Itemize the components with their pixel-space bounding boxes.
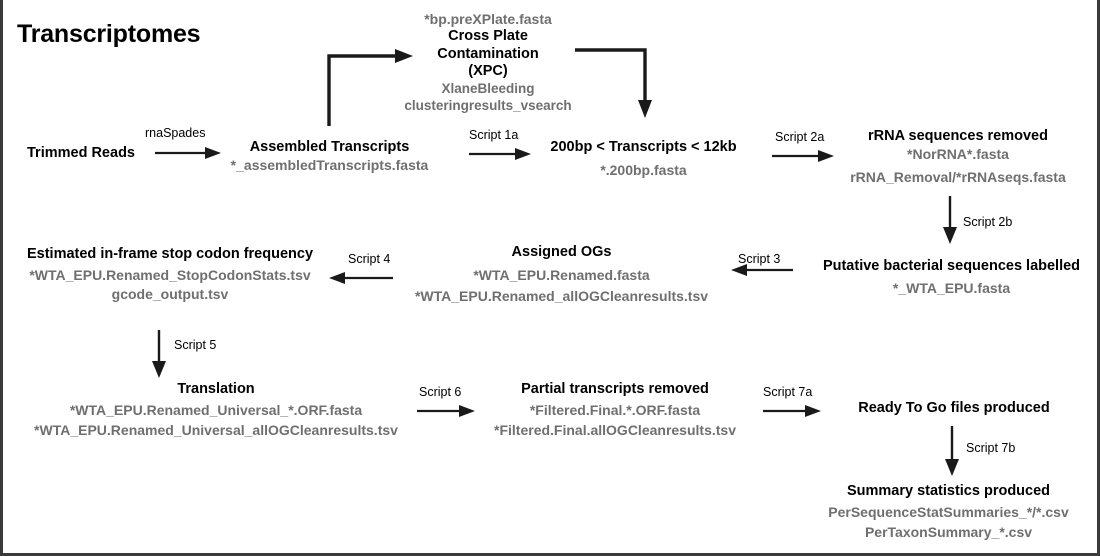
node-cross-plate-contamination: *bp.preXPlate.fasta Cross Plate Contamin…: [383, 11, 593, 114]
node-file: *Filtered.Final.allOGCleanresults.tsv: [494, 421, 736, 438]
edge-label-script-7a: Script 7a: [763, 385, 813, 399]
node-file: *_assembledTranscripts.fasta: [230, 156, 429, 173]
arrow-script-2a: [772, 148, 834, 164]
arrow-rnaspades: [155, 145, 221, 161]
arrow-script-3: [731, 262, 793, 278]
edge-label-script-2a: Script 2a: [775, 130, 825, 144]
page-title: Transcriptomes: [17, 20, 201, 48]
node-file: *WTA_EPU.Renamed_Universal_allOGCleanres…: [34, 421, 398, 438]
node-sublabel-2: clusteringresults_vsearch: [404, 97, 572, 113]
node-file: *WTA_EPU.Renamed_Universal_*.ORF.fasta: [69, 401, 363, 418]
edge-label-script-1a: Script 1a: [469, 128, 519, 142]
node-header: Putative bacterial sequences labelled: [822, 258, 1081, 274]
node-assigned-ogs: Assigned OGs *WTA_EPU.Renamed.fasta *WTA…: [399, 244, 724, 305]
node-header: 200bp < Transcripts < 12kb: [550, 139, 737, 155]
node-file: *_WTA_EPU.fasta: [892, 279, 1011, 296]
node-header: Translation: [177, 381, 255, 397]
node-ready-to-go: Ready To Go files produced: [834, 400, 1074, 418]
edge-label-script-3: Script 3: [738, 252, 781, 266]
arrow-script-7b: [943, 426, 961, 478]
arrow-script-1a: [469, 146, 531, 162]
node-file: PerTaxonSummary_*.csv: [864, 523, 1033, 540]
edge-label-rnaspades: rnaSpades: [145, 126, 206, 140]
node-bacterial-labelled: Putative bacterial sequences labelled *_…: [809, 258, 1094, 297]
arrow-script-6: [417, 403, 475, 419]
arrow-to-cross-plate-contamination: [325, 46, 415, 126]
arrow-script-2b: [941, 196, 959, 246]
node-file: *WTA_EPU.Renamed.fasta: [473, 266, 650, 283]
node-file: *.200bp.fasta: [600, 161, 687, 178]
arrow-script-5: [150, 330, 168, 380]
node-file: *bp.preXPlate.fasta: [424, 11, 552, 27]
node-header-line-2: Contamination: [437, 45, 539, 62]
node-header: Estimated in-frame stop codon frequency: [26, 246, 314, 262]
edge-label-script-5: Script 5: [174, 338, 217, 352]
node-header: Summary statistics produced: [846, 483, 1051, 499]
arrow-from-cross-plate-contamination: [575, 46, 663, 122]
node-trimmed-reads: Trimmed Reads: [11, 145, 151, 163]
edge-label-script-2b: Script 2b: [963, 215, 1013, 229]
node-header: rRNA sequences removed: [868, 128, 1048, 144]
node-header: Assigned OGs: [511, 244, 612, 260]
node-header-line-3: (XPC): [468, 63, 508, 80]
node-translation: Translation *WTA_EPU.Renamed_Universal_*…: [7, 381, 425, 439]
arrow-script-4: [329, 270, 393, 286]
node-header: Assembled Transcripts: [249, 139, 410, 155]
node-file: *NorRNA*.fasta: [907, 145, 1009, 162]
node-assembled-transcripts: Assembled Transcripts *_assembledTranscr…: [203, 139, 456, 174]
node-sublabel-1: XlaneBleeding: [441, 81, 535, 97]
node-file: *Filtered.Final.*.ORF.fasta: [529, 401, 701, 418]
node-size-filtered: 200bp < Transcripts < 12kb *.200bp.fasta: [530, 139, 757, 179]
edge-label-script-4: Script 4: [348, 252, 391, 266]
node-file: *WTA_EPU.Renamed_allOGCleanresults.tsv: [414, 287, 709, 304]
node-summary-stats: Summary statistics produced PerSequenceS…: [806, 483, 1091, 541]
node-file: PerSequenceStatSummaries_*/*.csv: [828, 503, 1069, 520]
node-file: *WTA_EPU.Renamed_StopCodonStats.tsv: [29, 266, 311, 283]
node-header-line-1: Cross Plate: [448, 28, 528, 45]
node-file: rRNA_Removal/*rRNAseqs.fasta: [850, 168, 1066, 185]
node-stop-codon-frequency: Estimated in-frame stop codon frequency …: [7, 246, 333, 303]
edge-label-script-7b: Script 7b: [966, 441, 1016, 455]
edge-label-script-6: Script 6: [419, 385, 462, 399]
arrow-script-7a: [763, 403, 821, 419]
node-partial-removed: Partial transcripts removed *Filtered.Fi…: [469, 381, 761, 439]
node-header: Trimmed Reads: [27, 145, 135, 161]
node-rrna-removed: rRNA sequences removed *NorRNA*.fasta rR…: [828, 128, 1088, 186]
node-file: gcode_output.tsv: [111, 285, 229, 302]
node-header: Partial transcripts removed: [521, 381, 709, 397]
node-header: Ready To Go files produced: [858, 400, 1050, 416]
